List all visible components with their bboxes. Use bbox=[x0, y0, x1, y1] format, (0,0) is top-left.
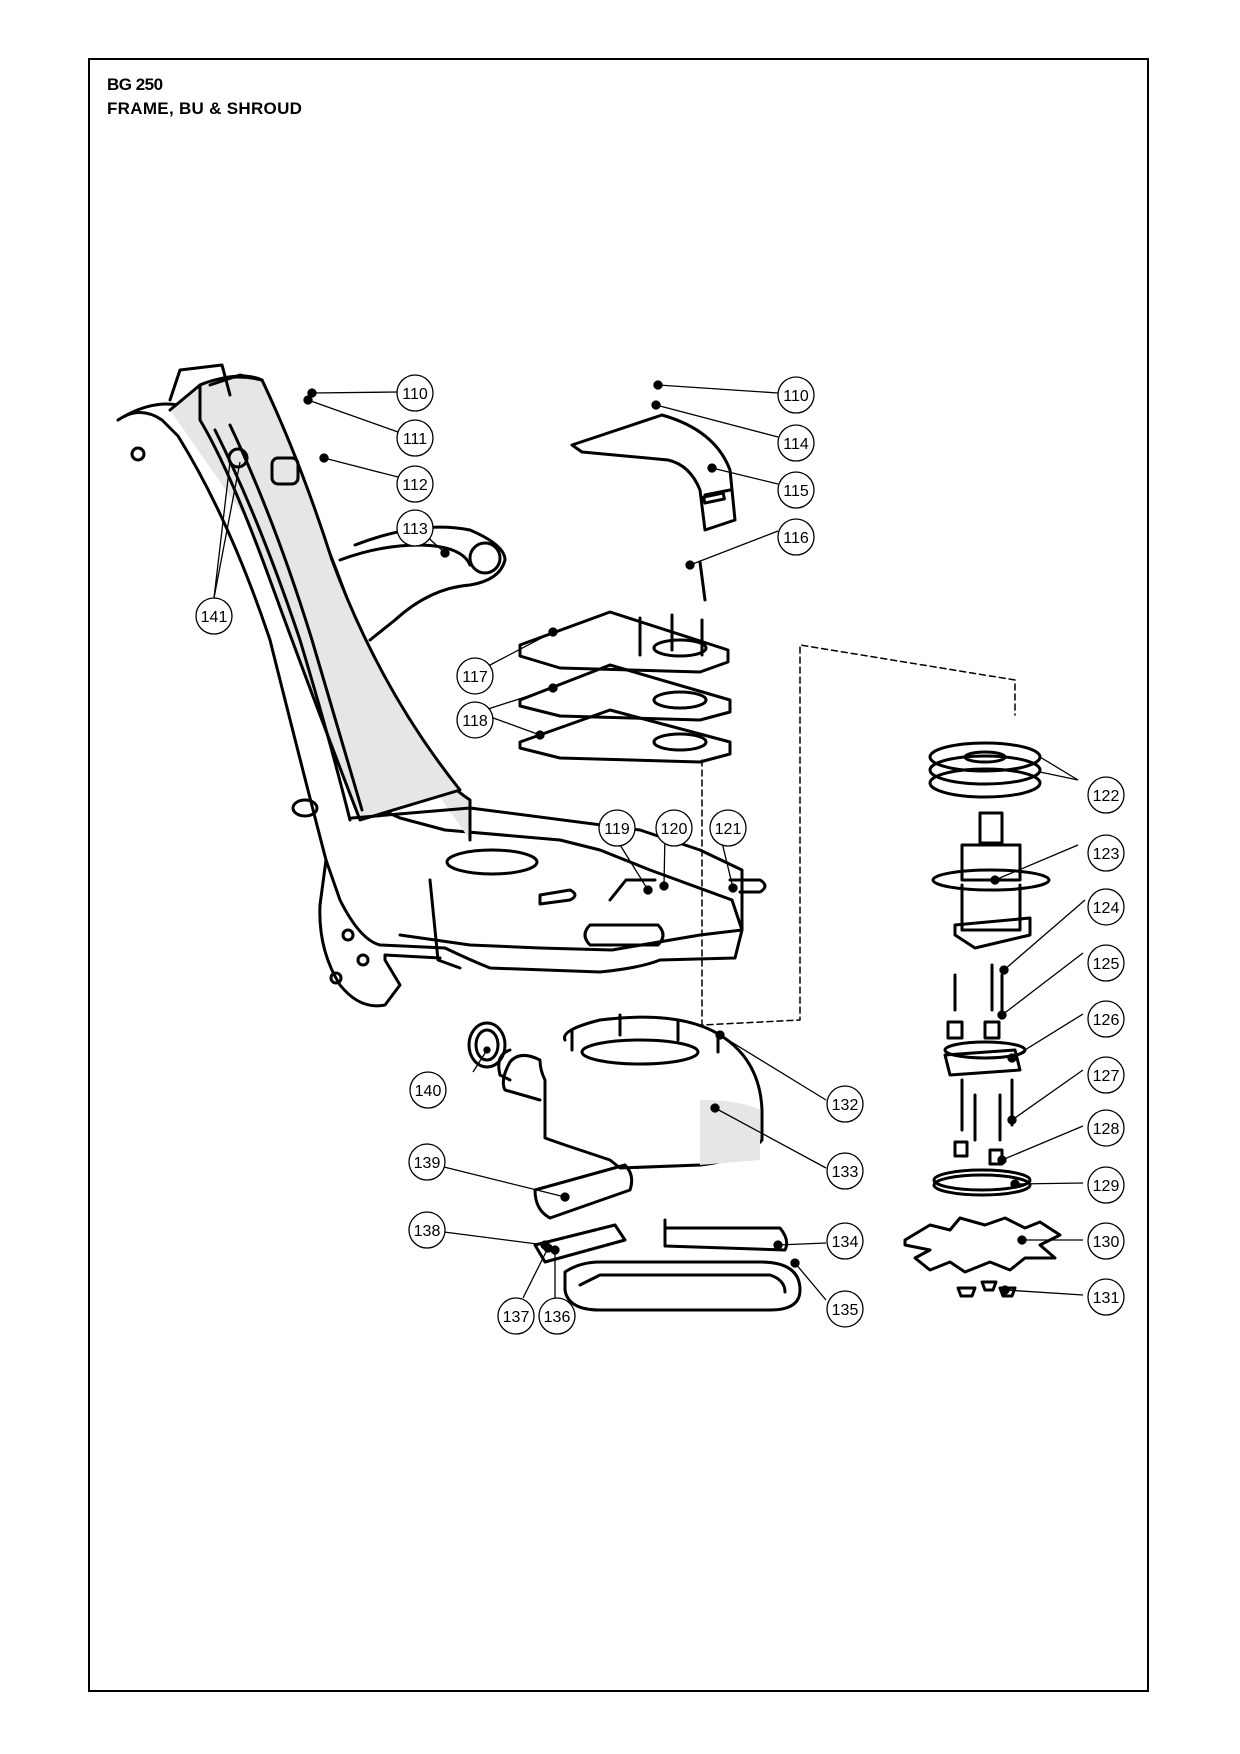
svg-text:122: 122 bbox=[1093, 788, 1120, 805]
svg-text:141: 141 bbox=[201, 609, 228, 626]
spindle-stack bbox=[903, 741, 1062, 1298]
svg-text:121: 121 bbox=[715, 821, 742, 838]
callout-130: 130 bbox=[1087, 1222, 1125, 1260]
svg-text:114: 114 bbox=[783, 436, 809, 453]
svg-text:116: 116 bbox=[783, 530, 809, 547]
svg-text:137: 137 bbox=[503, 1309, 530, 1326]
callout-116: 116 bbox=[777, 518, 815, 556]
svg-text:140: 140 bbox=[415, 1083, 442, 1100]
callout-132: 132 bbox=[826, 1085, 864, 1123]
callout-134: 134 bbox=[826, 1222, 864, 1260]
callout-112: 112 bbox=[396, 465, 434, 503]
svg-text:120: 120 bbox=[661, 821, 688, 838]
drawing-border bbox=[88, 58, 1149, 1692]
main-frame bbox=[116, 363, 767, 1008]
callout-139: 139 bbox=[408, 1143, 446, 1181]
callout-117: 117 bbox=[456, 657, 494, 695]
svg-text:119: 119 bbox=[604, 821, 630, 838]
callout-131: 131 bbox=[1087, 1278, 1125, 1316]
mounting-plates bbox=[518, 560, 732, 764]
callout-110b: 110 bbox=[777, 376, 815, 414]
callout-129: 129 bbox=[1087, 1166, 1125, 1204]
svg-text:138: 138 bbox=[414, 1223, 441, 1240]
svg-text:124: 124 bbox=[1093, 900, 1120, 917]
svg-text:111: 111 bbox=[403, 431, 427, 448]
callout-138: 138 bbox=[408, 1211, 446, 1249]
callout-114: 114 bbox=[777, 424, 815, 462]
motor-mount-bracket bbox=[570, 413, 737, 532]
callout-110a: 110 bbox=[396, 374, 434, 412]
title-block: BG 250 FRAME, BU & SHROUD bbox=[107, 73, 302, 121]
callout-137: 137 bbox=[497, 1297, 535, 1335]
svg-text:131: 131 bbox=[1093, 1290, 1120, 1307]
callout-128: 128 bbox=[1087, 1109, 1125, 1147]
svg-text:126: 126 bbox=[1093, 1012, 1120, 1029]
svg-text:125: 125 bbox=[1093, 956, 1120, 973]
callout-113: 113 bbox=[396, 509, 434, 547]
svg-text:115: 115 bbox=[783, 483, 809, 500]
svg-text:118: 118 bbox=[462, 713, 488, 730]
model-name: BG 250 bbox=[107, 75, 163, 94]
svg-text:110: 110 bbox=[402, 386, 428, 403]
leader-lines bbox=[213, 380, 1086, 1301]
callout-120: 120 bbox=[655, 809, 693, 847]
callout-119: 119 bbox=[598, 809, 636, 847]
callout-135: 135 bbox=[826, 1290, 864, 1328]
svg-text:132: 132 bbox=[832, 1097, 859, 1114]
svg-text:112: 112 bbox=[402, 477, 428, 494]
callout-118: 118 bbox=[456, 701, 494, 739]
skirts bbox=[533, 1163, 802, 1312]
svg-text:123: 123 bbox=[1093, 846, 1120, 863]
svg-text:127: 127 bbox=[1093, 1068, 1120, 1085]
callout-122: 122 bbox=[1087, 776, 1125, 814]
callout-140: 140 bbox=[409, 1071, 447, 1109]
callout-136: 136 bbox=[538, 1297, 576, 1335]
svg-text:110: 110 bbox=[783, 388, 809, 405]
svg-text:117: 117 bbox=[462, 669, 488, 686]
callout-124: 124 bbox=[1087, 888, 1125, 926]
svg-text:133: 133 bbox=[832, 1164, 859, 1181]
svg-text:130: 130 bbox=[1093, 1234, 1120, 1251]
callout-127: 127 bbox=[1087, 1056, 1125, 1094]
callout-126: 126 bbox=[1087, 1000, 1125, 1038]
callout-141: 141 bbox=[195, 597, 233, 635]
callout-115: 115 bbox=[777, 471, 815, 509]
callout-121: 121 bbox=[709, 809, 747, 847]
callout-123: 123 bbox=[1087, 834, 1125, 872]
svg-text:139: 139 bbox=[414, 1155, 441, 1172]
shroud bbox=[467, 1013, 764, 1170]
page-title: FRAME, BU & SHROUD bbox=[107, 99, 303, 118]
svg-text:128: 128 bbox=[1093, 1121, 1120, 1138]
svg-text:134: 134 bbox=[832, 1234, 859, 1251]
svg-text:129: 129 bbox=[1093, 1178, 1120, 1195]
assembly-dashed-line bbox=[701, 644, 1016, 1026]
svg-text:113: 113 bbox=[402, 521, 428, 538]
callout-125: 125 bbox=[1087, 944, 1125, 982]
svg-text:135: 135 bbox=[832, 1302, 859, 1319]
svg-text:136: 136 bbox=[544, 1309, 571, 1326]
callout-133: 133 bbox=[826, 1152, 864, 1190]
callout-111: 111 bbox=[396, 419, 434, 457]
